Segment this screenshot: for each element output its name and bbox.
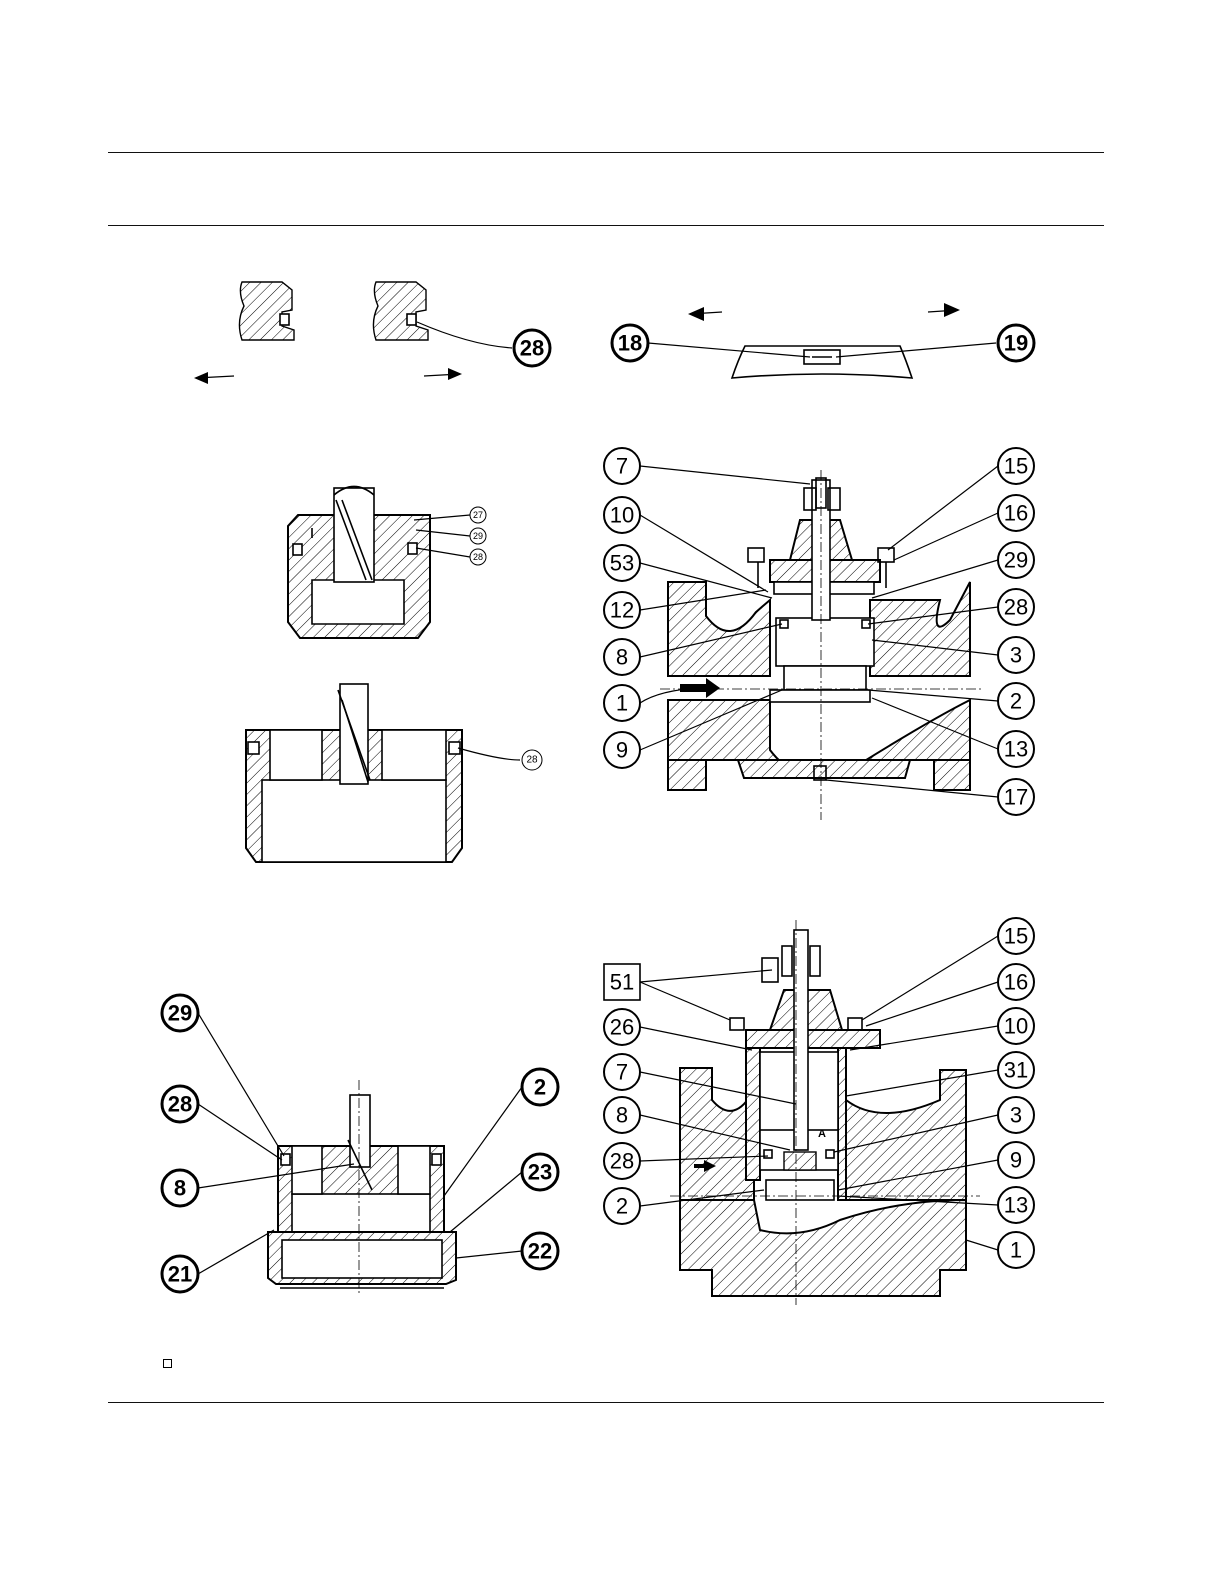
port-label: A [818,1128,826,1140]
small-plug-section: 27 29 28 [288,487,486,639]
callout-label: 31 [1004,1058,1028,1083]
callout-label: 12 [610,598,634,623]
callout-label: 1 [1010,1238,1022,1263]
callout-label: 9 [616,738,628,763]
balance-port-detail: 18 19 [612,303,1034,378]
callout-label: 2 [1010,689,1022,714]
callout-label: 22 [528,1239,552,1264]
valve-assembly-a: 7 10 53 12 8 1 9 15 16 29 28 3 2 13 17 [604,448,1034,820]
plug-seat-assembly: 29 28 8 21 2 23 22 [162,995,558,1296]
callout-label: 28 [473,552,483,562]
callout-label: 16 [1004,501,1028,526]
callout-label: 1 [616,691,628,716]
callout-label: 13 [1004,1193,1028,1218]
callout-label: 28 [526,755,538,766]
callout-label: 16 [1004,970,1028,995]
callout-label: 28 [168,1092,192,1117]
callout-label: 7 [616,454,628,479]
callout-label: 13 [1004,737,1028,762]
callout-label: 7 [616,1060,628,1085]
callout-label: 15 [1004,924,1028,949]
callout-label: 23 [528,1160,552,1185]
callout-label: 3 [1010,643,1022,668]
callout-label: 29 [168,1001,192,1026]
callout-label: 9 [1010,1148,1022,1173]
callout-label: 3 [1010,1103,1022,1128]
callout-label: 15 [1004,454,1028,479]
callout-label: 10 [1004,1014,1028,1039]
callout-label: 26 [610,1015,634,1040]
callout-label: 27 [473,510,483,520]
large-plug-section: 28 [246,684,542,862]
callout-label: 2 [616,1194,628,1219]
callout-label: 17 [1004,785,1028,810]
callout-label: 21 [168,1262,192,1287]
callout-label: 28 [610,1149,634,1174]
callout-label: 28 [1004,595,1028,620]
callout-label: 29 [1004,548,1028,573]
callout-label: 51 [610,970,634,995]
callout-label: 10 [610,503,634,528]
callout-label: 8 [616,645,628,670]
callout-label: 18 [618,331,642,356]
callout-label: 28 [520,336,544,361]
callout-label: 8 [616,1103,628,1128]
valve-assembly-b: A 51 26 7 8 28 2 15 16 10 31 [604,918,1034,1305]
callout-label: 8 [174,1176,186,1201]
callout-label: 53 [610,551,634,576]
callout-label: 2 [534,1075,546,1100]
ring-seal-detail: 28 [194,282,550,384]
callout-label: 29 [473,531,483,541]
callout-label: 19 [1004,331,1028,356]
